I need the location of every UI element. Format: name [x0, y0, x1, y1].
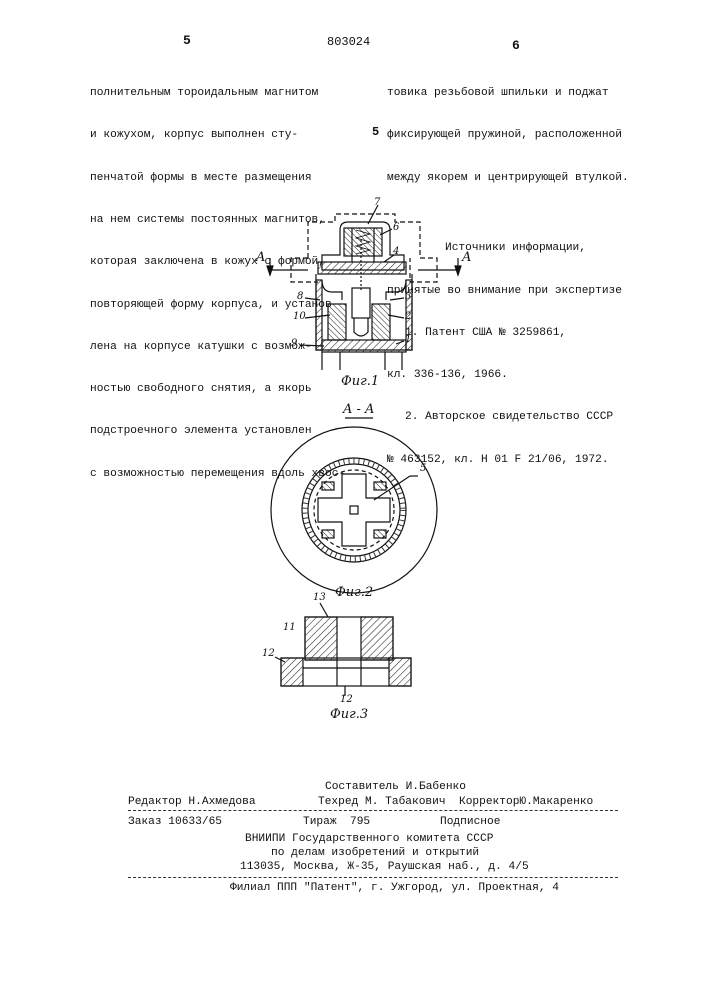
- org-line-2: по делам изобретений и открытий: [271, 847, 479, 859]
- fig3-label-12-left: 12: [262, 648, 275, 659]
- divider-1: [128, 810, 618, 811]
- org-line-3: 113035, Москва, Ж-35, Раушская наб., д. …: [240, 861, 529, 873]
- fig1-label-7: 7: [374, 197, 380, 208]
- fig2-label-5: 5: [420, 463, 426, 474]
- figure-3-drawing: [275, 603, 411, 696]
- fig1-label-10: 10: [293, 311, 306, 322]
- fig1-label-4: 4: [393, 246, 399, 257]
- divider-2: [128, 877, 618, 878]
- editor-line: Редактор Н.Ахмедова: [128, 796, 256, 808]
- order-line: Заказ 10633/65: [128, 816, 222, 828]
- fig1-label-3: 3: [405, 291, 411, 302]
- fig1-label-2: 2: [405, 311, 411, 322]
- fig1-caption: Фиг.1: [341, 374, 379, 389]
- composer-line: Составитель И.Бабенко: [325, 781, 466, 793]
- branch-line: Филиал ППП "Патент", г. Ужгород, ул. Про…: [230, 882, 559, 894]
- fig3-label-11: 11: [283, 622, 296, 633]
- fig1-section-mark-left: A: [256, 250, 265, 265]
- fig1-label-8: 8: [297, 291, 303, 302]
- fig1-label-1: 1: [405, 334, 411, 345]
- fig1-label-6: 6: [393, 222, 399, 233]
- fig2-section-title: A - A: [343, 402, 374, 417]
- fig3-caption: Фиг.3: [330, 707, 368, 722]
- fig1-label-9: 9: [291, 338, 297, 349]
- fig2-caption: Фиг.2: [335, 585, 373, 600]
- fig3-label-12-bottom: 12: [340, 694, 353, 705]
- figure-2-drawing: [271, 418, 437, 593]
- fig1-section-mark-right: A: [462, 250, 471, 265]
- org-line-1: ВНИИПИ Государственного комитета СССР: [245, 833, 493, 845]
- techred-corrector-line: Техред М. Табакович КорректорЮ.Макаренко: [318, 796, 593, 808]
- subscription-line: Подписное: [440, 816, 500, 828]
- circulation-line: Тираж 795: [303, 816, 370, 828]
- fig3-label-13: 13: [313, 592, 326, 603]
